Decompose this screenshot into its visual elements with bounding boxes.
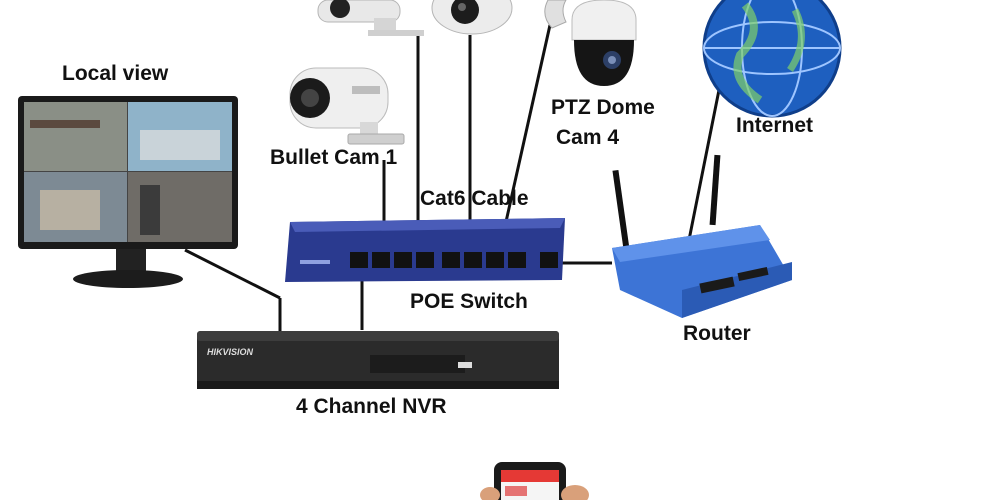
nvr-icon: [197, 331, 559, 389]
ptz-cam-label: Cam 4: [556, 126, 620, 149]
globe-icon: [702, 0, 842, 118]
monitor-icon: [18, 96, 238, 288]
smartphone-icon: [480, 462, 589, 500]
bullet-cam-label: Bullet Cam 1: [270, 146, 398, 169]
cable-monitor-nvr: [184, 248, 281, 300]
cable-router-internet: [686, 74, 724, 246]
dome-camera-icon: [431, 0, 513, 35]
ptz-dome-label: PTZ Dome: [551, 96, 655, 119]
bullet-cam-1-icon: [289, 67, 405, 145]
router-label: Router: [683, 322, 751, 345]
poe-switch-label: POE Switch: [410, 290, 528, 313]
poe-switch-icon: [285, 218, 565, 282]
internet-label: Internet: [736, 114, 814, 137]
nvr-brand-text: HIKVISION: [207, 347, 254, 357]
cable-label: Cat6 Cable: [420, 187, 529, 210]
router-icon: [612, 154, 792, 318]
local-view-label: Local view: [62, 62, 169, 85]
ptz-camera-icon: [544, 0, 637, 86]
bullet-camera-icon: [317, 0, 424, 36]
nvr-label: 4 Channel NVR: [296, 395, 447, 418]
